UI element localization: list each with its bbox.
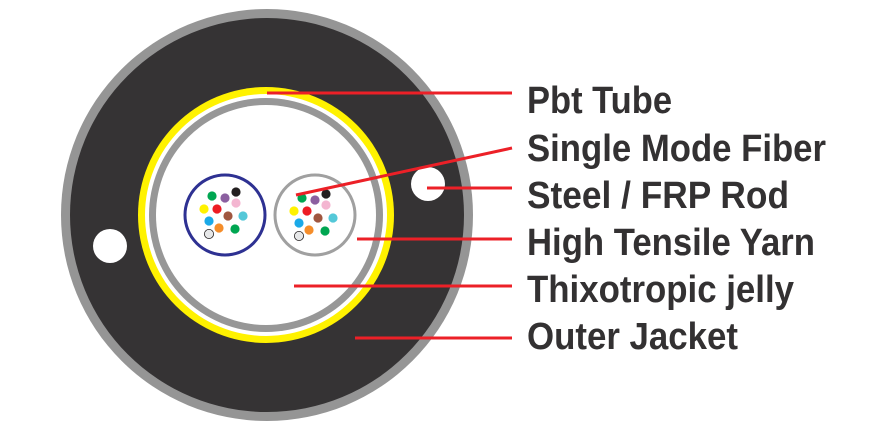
fiber-right-2: [310, 195, 320, 205]
leader-lines: [267, 91, 513, 340]
fiber-right-3: [321, 189, 331, 199]
fiber-left-11: [230, 224, 240, 234]
fiber-left-1: [207, 191, 217, 201]
fiber-right-4: [321, 200, 331, 210]
fiber-left-8: [238, 211, 248, 221]
label-outer-jacket: Outer Jacket: [527, 316, 738, 358]
fiber-right-10: [304, 225, 314, 235]
fiber-left-5: [199, 204, 209, 214]
fiber-left-9: [204, 216, 214, 226]
leader-single-mode-fiber: [295, 146, 513, 197]
fiber-right-12: [293, 230, 304, 241]
label-thixotropic-jelly: Thixotropic jelly: [527, 269, 794, 311]
fiber-left-3: [231, 187, 241, 197]
label-high-tensile-yarn: High Tensile Yarn: [527, 222, 815, 264]
strength-rod-right: [411, 167, 445, 201]
label-pbt-tube: Pbt Tube: [527, 80, 672, 122]
fiber-right-5: [289, 206, 299, 216]
fiber-right-7: [313, 213, 323, 223]
fiber-left-2: [220, 193, 230, 203]
fiber-right-11: [320, 226, 330, 236]
fiber-left-7: [223, 211, 233, 221]
fiber-left-12: [203, 228, 214, 239]
fiber-right-9: [294, 218, 304, 228]
fiber-left-4: [231, 198, 241, 208]
label-steel-frp-rod: Steel / FRP Rod: [527, 175, 789, 217]
label-single-mode-fiber: Single Mode Fiber: [527, 128, 826, 170]
fiber-right-8: [328, 213, 338, 223]
strength-rod-left: [93, 229, 127, 263]
fiber-right-6: [302, 206, 312, 216]
fiber-left-6: [212, 204, 222, 214]
fiber-left-10: [214, 223, 224, 233]
